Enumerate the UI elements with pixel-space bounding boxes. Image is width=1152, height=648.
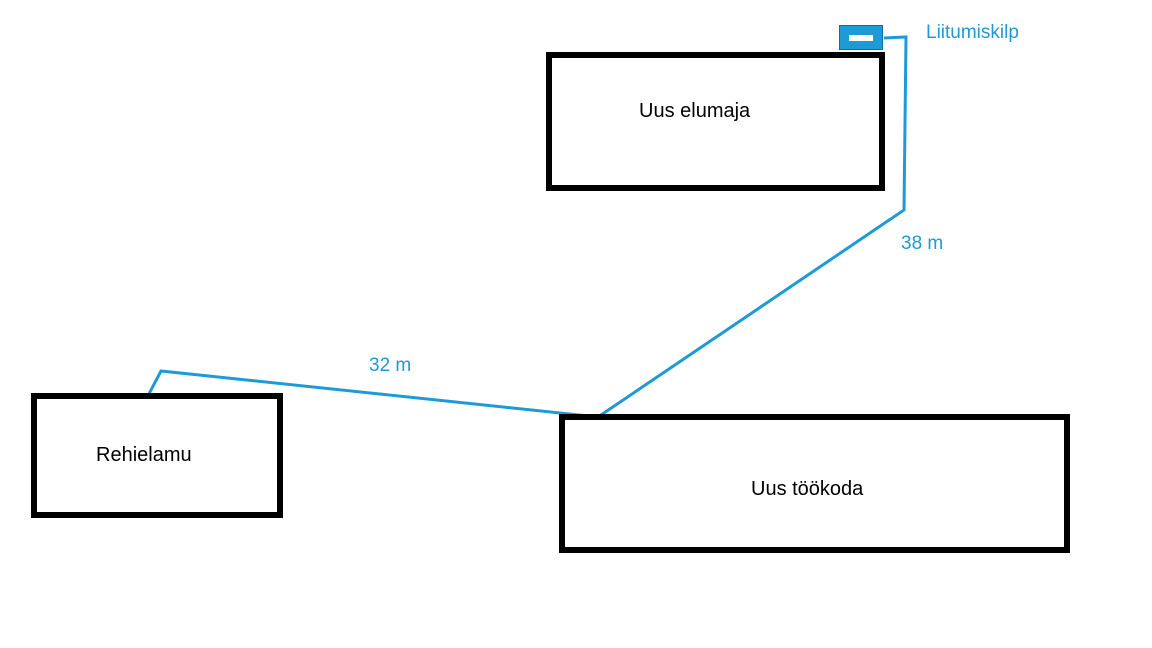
connection-panel-icon — [839, 25, 883, 50]
connection-panel-slot — [849, 35, 873, 41]
distance-label-panel-to-workshop: 38 m — [901, 233, 944, 254]
building-barn-dwelling — [31, 393, 283, 518]
building-new-workshop — [559, 414, 1070, 553]
building-new-house — [546, 52, 885, 191]
connection-panel-label: Liitumiskilp — [926, 22, 1019, 43]
cable-line-panel-to-workshop — [597, 35, 908, 419]
building-barn-dwelling-label: Rehielamu — [96, 444, 192, 466]
building-new-workshop-label: Uus töökoda — [751, 478, 864, 500]
building-new-house-label: Uus elumaja — [639, 100, 751, 122]
distance-label-workshop-to-barn: 32 m — [369, 355, 412, 376]
